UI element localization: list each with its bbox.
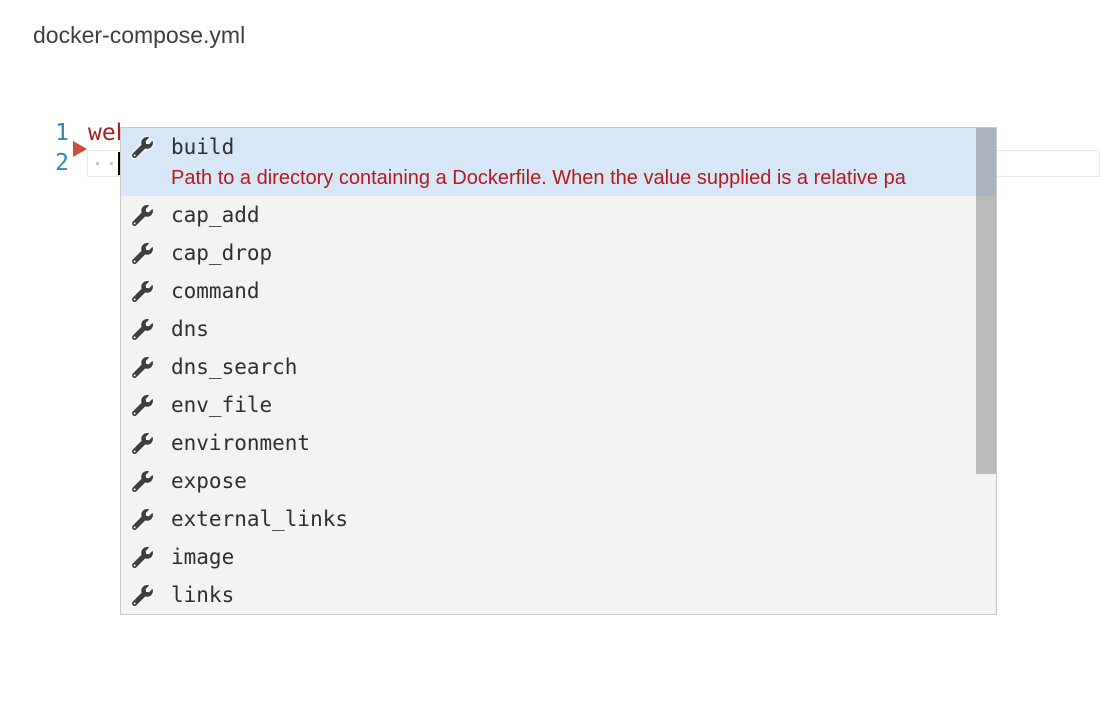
completion-item-label: external_links bbox=[171, 507, 349, 531]
completion-item-dns_search[interactable]: dns_search bbox=[121, 348, 996, 386]
completion-item-expose[interactable]: expose bbox=[121, 462, 996, 500]
line-number-1[interactable]: 1 bbox=[55, 120, 69, 146]
completion-item-label: environment bbox=[171, 431, 311, 455]
completion-item-command[interactable]: command bbox=[121, 272, 996, 310]
completion-item-label: cap_drop bbox=[171, 241, 273, 265]
page-title: docker-compose.yml bbox=[33, 22, 246, 48]
red-triangle-marker-icon bbox=[73, 141, 87, 157]
wrench-icon bbox=[132, 432, 153, 454]
wrench-icon bbox=[132, 242, 153, 264]
text-cursor bbox=[118, 152, 121, 175]
completion-item-env_file[interactable]: env_file bbox=[121, 386, 996, 424]
wrench-icon bbox=[132, 204, 153, 226]
wrench-icon bbox=[132, 546, 153, 568]
completion-item-description: Path to a directory containing a Dockerf… bbox=[171, 167, 906, 189]
completion-item-label: cap_add bbox=[171, 203, 260, 227]
wrench-icon bbox=[132, 280, 153, 302]
completion-item-environment[interactable]: environment bbox=[121, 424, 996, 462]
wrench-icon bbox=[132, 356, 153, 378]
whitespace-dot bbox=[110, 162, 113, 165]
completion-item-label: links bbox=[171, 583, 235, 607]
whitespace-dot bbox=[96, 162, 99, 165]
completion-item-links[interactable]: links bbox=[121, 576, 996, 614]
code-editor[interactable]: 1 web: 2 bbox=[0, 55, 1100, 177]
completion-item-cap_drop[interactable]: cap_drop bbox=[121, 234, 996, 272]
completion-item-dns[interactable]: dns bbox=[121, 310, 996, 348]
wrench-icon bbox=[132, 470, 153, 492]
wrench-icon bbox=[132, 136, 153, 158]
wrench-icon bbox=[132, 584, 153, 606]
completion-item-label: expose bbox=[171, 469, 247, 493]
completion-item-cap_add[interactable]: cap_add bbox=[121, 196, 996, 234]
completion-item-label: env_file bbox=[171, 393, 273, 417]
completion-item-label: image bbox=[171, 545, 235, 569]
completion-item-label: dns_search bbox=[171, 355, 298, 379]
scrollbar-thumb[interactable] bbox=[976, 128, 996, 474]
completion-item-label: dns bbox=[171, 317, 209, 341]
wrench-icon bbox=[132, 394, 153, 416]
completion-item-external_links[interactable]: external_links bbox=[121, 500, 996, 538]
line-number-2[interactable]: 2 bbox=[55, 150, 69, 176]
completion-item-label: build bbox=[171, 135, 235, 159]
wrench-icon bbox=[132, 318, 153, 340]
wrench-icon bbox=[132, 508, 153, 530]
completion-item-image[interactable]: image bbox=[121, 538, 996, 576]
completion-item-label: command bbox=[171, 279, 260, 303]
